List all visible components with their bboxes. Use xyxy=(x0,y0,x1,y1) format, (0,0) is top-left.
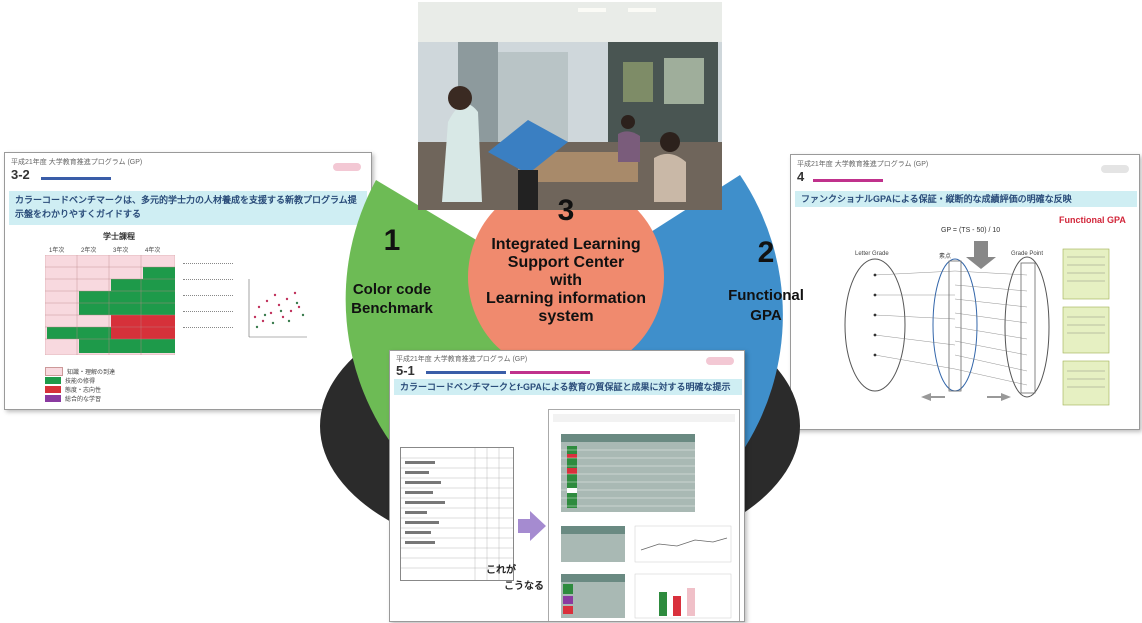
slide-header: 平成21年度 大学教育推進プログラム (GP) xyxy=(11,159,143,166)
benchmark-grid: 1年次 2年次 3年次 4年次 xyxy=(45,245,175,355)
slide-title: ファンクショナルGPAによる保証・縦断的な成績評価の明確な反映 xyxy=(795,191,1137,207)
slide-header: 平成21年度 大学教育推進プログラム (GP) xyxy=(396,356,528,363)
column-header: 1年次 xyxy=(49,248,65,254)
slide-number: 3-2 xyxy=(11,167,30,182)
legend-label: 総合的な学習 xyxy=(65,397,102,403)
scatter-thumbnail xyxy=(248,279,307,338)
slide-number: 4 xyxy=(797,169,805,184)
slide-title: カラーコードベンチマークとf-GPAによる教育の質保証と成果に対する明確な提示 xyxy=(394,379,742,395)
slide-color-code-benchmark: 平成21年度 大学教育推進プログラム (GP) 3-2 カラーコードベンチマーク… xyxy=(4,152,372,410)
legend-label: 知識・理解の到達 xyxy=(67,370,116,376)
caption-becomes: こうなる xyxy=(504,581,544,592)
column-header: 3年次 xyxy=(113,248,129,254)
column-header: 2年次 xyxy=(81,248,97,254)
legend-label: 態度・志向性 xyxy=(65,388,102,394)
plain-grade-table xyxy=(400,447,514,581)
slide-header: 平成21年度 大学教育推進プログラム (GP) xyxy=(797,161,929,168)
colored-report xyxy=(548,409,740,621)
caption-this: これが xyxy=(486,565,516,576)
slide-functional-gpa: 平成21年度 大学教育推進プログラム (GP) 4 ファンクショナルGPAによる… xyxy=(790,154,1140,430)
transform-arrow-icon xyxy=(518,511,546,541)
logo-icon xyxy=(333,163,361,171)
slide-underline xyxy=(813,179,883,182)
left-label: Color code Benchmark xyxy=(351,281,433,317)
right-number: 2 xyxy=(757,236,775,269)
slide-underline xyxy=(426,371,506,374)
legend-swatch xyxy=(45,395,61,402)
grid-notes xyxy=(183,257,233,347)
right-label: Functional GPA xyxy=(728,287,804,324)
slide-underline xyxy=(41,177,111,180)
legend-swatch xyxy=(45,367,63,376)
center-label: Integrated Learning Support Center with … xyxy=(486,236,646,325)
gpa-heading: Functional GPA xyxy=(1059,215,1126,225)
slide-title: カラーコードベンチマークは、多元的学士力の人材養成を支援する新教プログラム提示盤… xyxy=(9,191,367,225)
column-label: Letter Grade xyxy=(855,251,889,257)
center-number: 3 xyxy=(557,194,575,227)
logo-icon xyxy=(706,357,734,365)
table-title: 学士課程 xyxy=(103,232,135,241)
legend-swatch xyxy=(45,377,61,384)
legend-swatch xyxy=(45,386,61,393)
left-number: 1 xyxy=(383,224,401,257)
slide-underline-pink xyxy=(510,371,590,374)
gpa-formula: GP = (TS - 50) / 10 xyxy=(941,227,1001,234)
venn-center-circle xyxy=(468,179,664,375)
gpa-mapping-diagram xyxy=(844,241,1110,406)
slide-number: 5-1 xyxy=(396,363,415,378)
grid-cells xyxy=(45,255,175,355)
color-legend: 知識・理解の到達 技能の修得 態度・志向性 総合的な学習 xyxy=(45,367,195,403)
column-header: 4年次 xyxy=(145,248,161,254)
slide-quality-assurance: 平成21年度 大学教育推進プログラム (GP) 5-1 カラーコードベンチマーク… xyxy=(389,350,745,622)
column-label: Grade Point xyxy=(1011,251,1044,257)
legend-label: 技能の修得 xyxy=(65,379,96,385)
learning-center-photo xyxy=(418,2,722,210)
column-label: 素点 xyxy=(939,254,952,260)
logo-icon xyxy=(1101,165,1129,173)
